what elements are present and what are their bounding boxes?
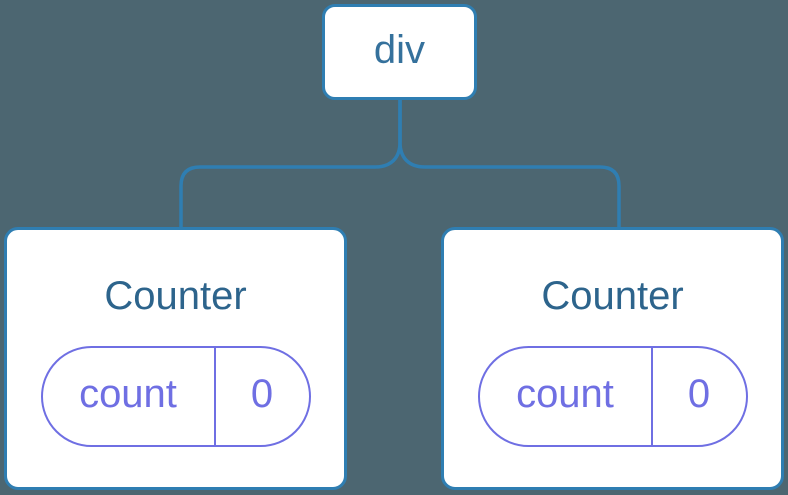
counter-2-state-value: 0 bbox=[687, 372, 711, 416]
root-node-label: div bbox=[373, 28, 426, 72]
tree-node-counter-2: Counter count 0 bbox=[441, 227, 784, 490]
connector-left-branch bbox=[179, 100, 402, 229]
counter-1-state-value: 0 bbox=[250, 372, 274, 416]
counter-1-label: Counter bbox=[104, 274, 247, 318]
counter-1-state-pill: count 0 bbox=[40, 346, 311, 447]
counter-2-state-key: count bbox=[480, 348, 653, 445]
connector-right-branch bbox=[398, 100, 621, 229]
tree-node-root: div bbox=[322, 4, 477, 100]
counter-2-state-pill: count 0 bbox=[477, 346, 748, 447]
tree-node-counter-1: Counter count 0 bbox=[4, 227, 347, 490]
counter-1-state-key: count bbox=[43, 348, 216, 445]
counter-2-label: Counter bbox=[541, 274, 684, 318]
